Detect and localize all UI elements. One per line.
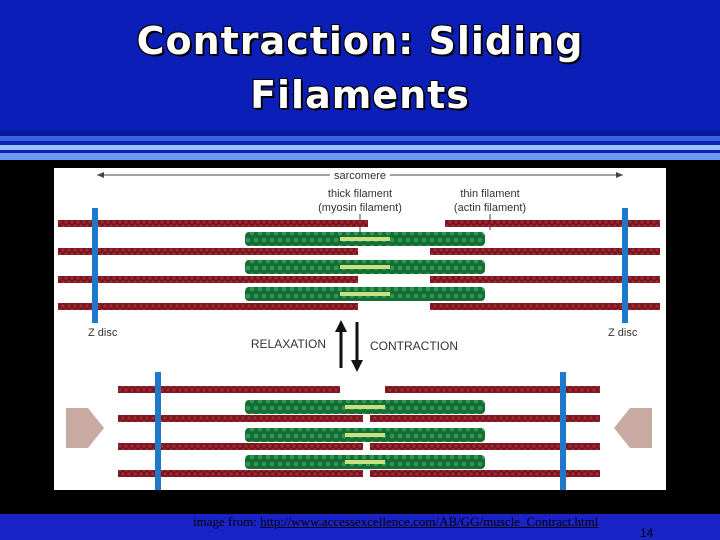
- z-disc-label-left: Z disc: [88, 327, 118, 339]
- title-bar: [0, 0, 720, 130]
- actin-filament: [430, 303, 660, 310]
- sarcomere-label: sarcomere: [334, 170, 386, 182]
- z-disc: [155, 372, 161, 490]
- thick-filament-label: thick filament: [328, 188, 392, 200]
- arrow-down-icon: [351, 360, 363, 372]
- actin-filament: [370, 443, 600, 450]
- actin-filament: [58, 220, 368, 227]
- z-disc: [560, 372, 566, 490]
- actin-filament: [58, 276, 358, 283]
- relaxation-label: RELAXATION: [251, 337, 326, 351]
- footer-bar: [0, 514, 720, 540]
- actin-filament: [430, 276, 660, 283]
- thick-filament-sublabel: (myosin filament): [318, 202, 402, 214]
- relaxed-sarcomere: sarcomere thick filament (myosin filamen…: [58, 168, 660, 339]
- slide-title: Contraction: Sliding Filaments: [0, 14, 720, 122]
- actin-filament: [118, 443, 363, 450]
- title-line-2: Filaments: [250, 73, 470, 117]
- decor-stripe: [0, 141, 720, 145]
- slide-number: 14: [640, 526, 654, 540]
- sliding-filament-diagram: sarcomere thick filament (myosin filamen…: [54, 168, 666, 490]
- decor-stripe: [0, 130, 720, 136]
- contraction-label: CONTRACTION: [370, 339, 458, 353]
- arrow-right-icon: [616, 172, 623, 178]
- actin-filament: [58, 248, 358, 255]
- title-line-1: Contraction: Sliding: [136, 19, 584, 63]
- z-disc: [622, 208, 628, 323]
- thin-filament-sublabel: (actin filament): [454, 202, 526, 214]
- push-arrow-left-icon: [66, 408, 104, 448]
- arrow-up-icon: [335, 320, 347, 332]
- actin-filament: [118, 386, 340, 393]
- actin-filament: [430, 248, 660, 255]
- source-link[interactable]: http://www.accessexcellence.com/AB/GG/mu…: [260, 514, 599, 529]
- decor-stripe: [0, 153, 720, 160]
- actin-filament: [118, 415, 363, 422]
- actin-filament: [58, 303, 358, 310]
- arrow-left-icon: [97, 172, 104, 178]
- actin-filament: [385, 386, 600, 393]
- state-arrows: RELAXATION CONTRACTION: [251, 320, 458, 372]
- decor-stripe: [0, 145, 720, 150]
- z-disc: [92, 208, 98, 323]
- actin-filament: [370, 415, 600, 422]
- z-disc-label-right: Z disc: [608, 327, 638, 339]
- actin-filament: [445, 220, 660, 227]
- decor-stripe: [0, 150, 720, 153]
- contracted-sarcomere: [66, 372, 652, 490]
- push-arrow-right-icon: [614, 408, 652, 448]
- image-credit: image from: http://www.accessexcellence.…: [193, 514, 598, 530]
- actin-filament: [370, 470, 600, 477]
- thin-filament-label: thin filament: [460, 188, 519, 200]
- caption-prefix: image from:: [193, 514, 261, 529]
- actin-filament: [118, 470, 363, 477]
- decor-stripe: [0, 136, 720, 141]
